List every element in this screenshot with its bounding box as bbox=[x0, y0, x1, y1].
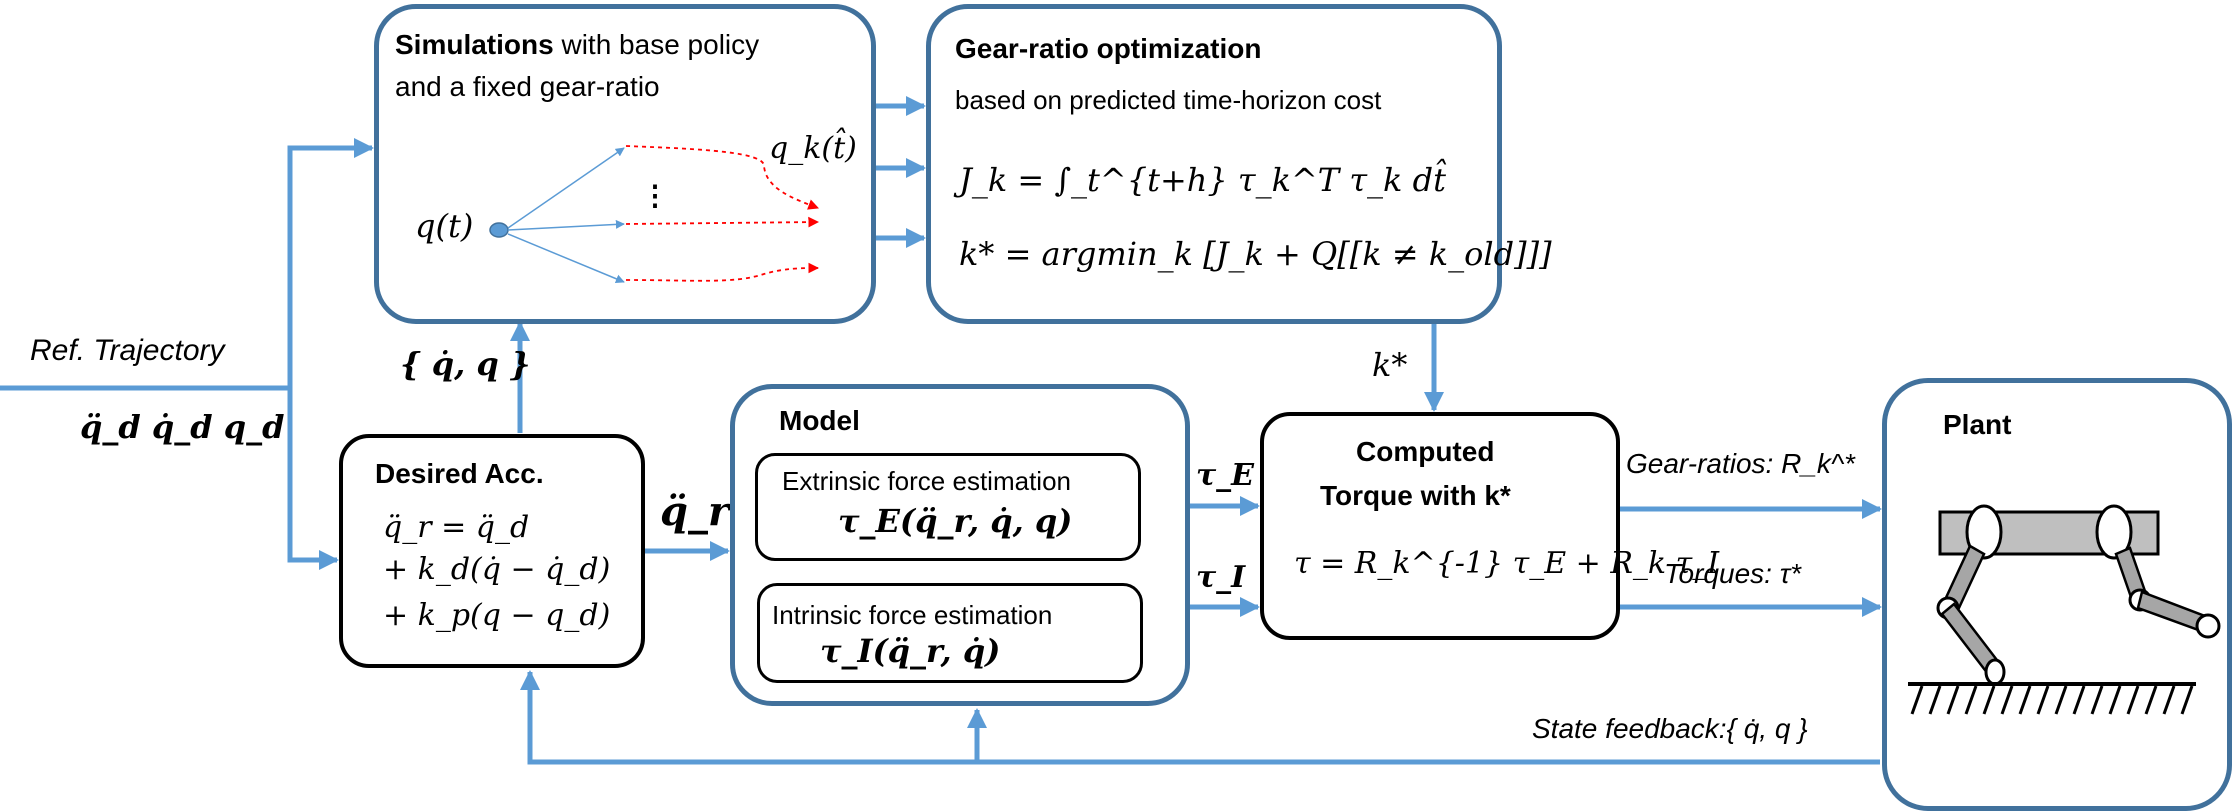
tau-e-label: τ_E bbox=[1196, 458, 1255, 493]
computed-eq: τ = R_k^{-1} τ_E + R_k τ_I bbox=[1294, 546, 1720, 581]
ref-signals-label: q̈_d q̇_d q_d bbox=[80, 408, 285, 446]
desired-acc-title: Desired Acc. bbox=[375, 458, 544, 489]
simulations-title-rest: with base policy bbox=[553, 29, 760, 60]
desired-acc-line1: q̈_r = q̈_d bbox=[383, 510, 530, 545]
desired-acc-line2: + k_d(q̇ − q̇_d) bbox=[383, 552, 611, 587]
gear-opt-subtitle: based on predicted time-horizon cost bbox=[955, 85, 1382, 115]
model-title: Model bbox=[779, 405, 860, 436]
state-set-label: { q̇, q } bbox=[400, 345, 531, 383]
q-t-label: q(t) bbox=[415, 207, 474, 245]
simulations-box: Simulations with base policy and a fixed… bbox=[374, 4, 876, 324]
gear-optimization-box: Gear-ratio optimization based on predict… bbox=[926, 4, 1552, 324]
desired-acc-box: Desired Acc. q̈_r = q̈_d + k_d(q̇ − q̇_d… bbox=[339, 434, 645, 668]
sim-dots: ⋮ bbox=[641, 179, 669, 212]
gear-opt-eq1: J_k = ∫_t^{t+h} τ_k^T τ_k dt̂ bbox=[959, 161, 1446, 199]
sim-branch-up bbox=[507, 147, 625, 229]
ground-hatch bbox=[1910, 685, 2194, 715]
intrinsic-eq: τ_I(q̈_r, q̇) bbox=[820, 632, 1001, 670]
trajectory-sketch bbox=[489, 145, 820, 284]
wire-to-simulations bbox=[287, 138, 374, 388]
robot-illustration bbox=[1908, 504, 2221, 715]
simulations-title: Simulations with base policy bbox=[395, 29, 759, 61]
feedback-label: State feedback:{ q̇, q } bbox=[1532, 713, 1808, 744]
start-point bbox=[489, 222, 509, 238]
wire-feedback bbox=[520, 670, 1880, 765]
tau-i-label: τ_I bbox=[1196, 560, 1246, 595]
wire-to-desired-acc bbox=[287, 388, 339, 570]
plant-box: Plant bbox=[1882, 378, 2232, 811]
extrinsic-eq: τ_E(q̈_r, q̇, q) bbox=[838, 502, 1073, 540]
computed-torque-box: Computed Torque with k* τ = R_k^{-1} τ_E… bbox=[1260, 412, 1719, 640]
simulations-line2: and a fixed gear-ratio bbox=[395, 71, 660, 102]
q-k-label: q_k(t̂) bbox=[769, 131, 857, 166]
right-foot bbox=[2195, 613, 2221, 639]
gear-ratios-label: Gear-ratios: R_k^* bbox=[1626, 448, 1855, 479]
simulations-title-bold: Simulations bbox=[395, 29, 554, 60]
computed-line1: Computed bbox=[1356, 436, 1495, 467]
gear-opt-title: Gear-ratio optimization bbox=[955, 33, 1262, 64]
torques-label: Torques: τ* bbox=[1664, 558, 1802, 589]
sim-branch-mid bbox=[507, 219, 625, 231]
model-box: Model Extrinsic force estimation τ_E(q̈_… bbox=[730, 384, 1190, 706]
intrinsic-title: Intrinsic force estimation bbox=[772, 600, 1053, 630]
sim-dashed-mid bbox=[625, 216, 820, 228]
intrinsic-box: Intrinsic force estimation τ_I(q̈_r, q̇) bbox=[757, 583, 1143, 683]
plant-title: Plant bbox=[1943, 409, 2012, 440]
left-foot bbox=[1984, 658, 2006, 686]
qr-label: q̈_r bbox=[660, 488, 730, 535]
gear-opt-eq2: k* = argmin_k [J_k + Q[[k ≠ k_old]]] bbox=[959, 235, 1552, 273]
hip-joint-left bbox=[1965, 504, 2003, 560]
k-star-label: k* bbox=[1372, 346, 1408, 384]
desired-acc-line3: + k_p(q − q_d) bbox=[383, 598, 611, 633]
extrinsic-title: Extrinsic force estimation bbox=[782, 466, 1071, 496]
ref-trajectory-label: Ref. Trajectory bbox=[30, 334, 225, 367]
hip-joint-right bbox=[2095, 504, 2133, 560]
sim-dashed-down bbox=[625, 262, 820, 282]
sim-dashed-up bbox=[625, 145, 820, 210]
computed-line2: Torque with k* bbox=[1320, 480, 1511, 511]
sim-branch-down bbox=[507, 233, 625, 284]
extrinsic-box: Extrinsic force estimation τ_E(q̈_r, q̇,… bbox=[755, 453, 1141, 561]
